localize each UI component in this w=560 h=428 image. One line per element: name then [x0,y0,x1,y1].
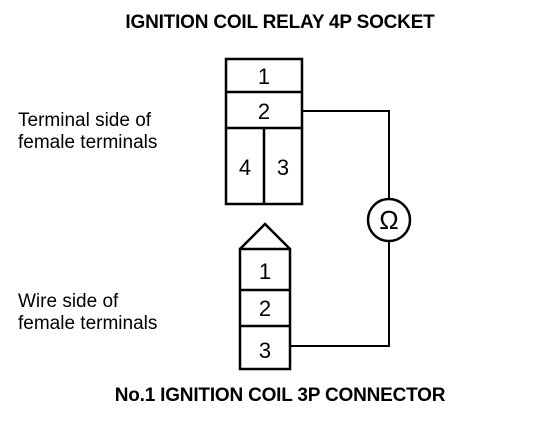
coil-terminal-1: 1 [259,259,271,284]
relay-socket [224,57,304,206]
coil-connector-side-label-line1: Wire side of [18,291,119,312]
coil-connector-side-label: Wire side of female terminals [18,291,157,335]
relay-terminal-3: 3 [277,155,289,180]
test-leads [290,110,390,347]
test-lead-bottom [290,241,390,347]
relay-terminal-4: 4 [239,155,251,180]
coil-terminal-2: 2 [259,296,271,321]
coil-connector-title: No.1 IGNITION COIL 3P CONNECTOR [114,385,446,406]
coil-connector-side-label-line2: female terminals [18,313,158,334]
coil-connector-body [238,247,292,371]
relay-socket-side-label-line1: Terminal side of [18,110,152,131]
ohmmeter-icon: Ω [366,197,412,243]
relay-terminal-2: 2 [258,99,270,124]
relay-terminal-1: 1 [258,64,270,89]
relay-socket-side-label-line2: female terminals [18,132,158,153]
relay-socket-title: IGNITION COIL RELAY 4P SOCKET [125,12,435,33]
coil-connector-key [239,222,291,250]
relay-socket-side-label: Terminal side of female terminals [18,110,157,154]
ohm-symbol: Ω [379,205,398,235]
test-lead-top [302,110,390,198]
coil-connector [238,222,292,371]
coil-terminal-3: 3 [259,338,271,363]
